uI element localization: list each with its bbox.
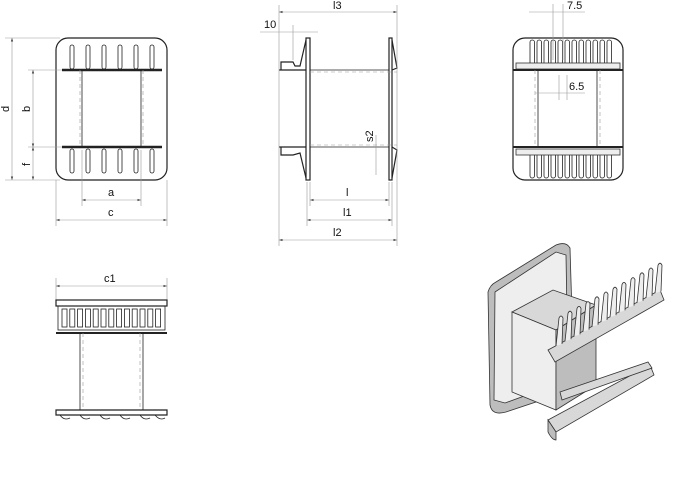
pin xyxy=(133,148,139,174)
side-view: l3 10 l l1 l2 s2 xyxy=(260,0,398,246)
fin xyxy=(585,39,591,67)
slot xyxy=(77,308,83,328)
fin xyxy=(578,39,584,67)
isometric-view xyxy=(487,243,665,441)
iso-fin xyxy=(645,267,654,299)
fin xyxy=(571,39,577,67)
dim-c1: c1 xyxy=(104,273,116,285)
slot xyxy=(92,308,99,328)
dim-6-5: 6.5 xyxy=(569,81,584,93)
dim-l3: l3 xyxy=(333,0,342,12)
pin xyxy=(149,44,155,70)
slot xyxy=(116,308,122,328)
slot xyxy=(108,308,115,328)
dim-b: b xyxy=(21,106,33,112)
fin xyxy=(592,151,598,179)
slot xyxy=(124,308,130,328)
dim-10: 10 xyxy=(264,19,276,31)
dim-s2: s2 xyxy=(364,130,376,142)
fin xyxy=(585,151,591,179)
iso-fin xyxy=(654,262,663,294)
slot xyxy=(69,308,76,328)
iso-fin xyxy=(636,272,645,303)
dim-l1: l1 xyxy=(343,207,352,219)
slot xyxy=(85,308,91,328)
top-view: 7.5 6.5 xyxy=(512,0,624,181)
pin xyxy=(133,44,139,70)
fin xyxy=(571,151,577,179)
iso-fin xyxy=(609,286,618,318)
fin xyxy=(557,39,563,67)
fin xyxy=(564,39,570,67)
pin xyxy=(85,148,91,174)
slot xyxy=(61,308,68,328)
iso-fin xyxy=(600,291,609,323)
dim-f: f xyxy=(21,162,33,166)
fin xyxy=(529,151,535,179)
slot xyxy=(131,308,138,328)
pin xyxy=(69,44,75,70)
fin xyxy=(536,39,542,67)
fin xyxy=(578,151,584,179)
dim-l: l xyxy=(346,187,348,199)
fin xyxy=(529,39,535,67)
pin xyxy=(85,44,91,70)
iso-fin xyxy=(627,277,636,308)
slot xyxy=(147,308,154,328)
fin xyxy=(599,151,605,179)
pin xyxy=(101,44,107,70)
iso-fin xyxy=(618,282,627,313)
fin xyxy=(536,151,542,179)
dim-l2: l2 xyxy=(333,227,342,239)
fin xyxy=(550,151,556,179)
fin xyxy=(557,151,563,179)
pin xyxy=(69,148,75,174)
dim-d: d xyxy=(0,106,12,112)
fin xyxy=(543,39,549,67)
front-view: d b f a c xyxy=(0,37,168,226)
slot xyxy=(100,308,107,328)
bottom-view: c1 xyxy=(55,273,168,420)
fin xyxy=(606,39,612,67)
pin xyxy=(101,148,107,174)
dim-a: a xyxy=(108,187,115,199)
iso-fin xyxy=(591,296,600,327)
iso-fin xyxy=(582,301,591,332)
iso-fin xyxy=(555,315,564,347)
slot xyxy=(155,308,162,328)
dim-7-5: 7.5 xyxy=(567,0,582,12)
iso-fin xyxy=(573,306,582,337)
fin xyxy=(543,151,549,179)
fin xyxy=(599,39,605,67)
pin xyxy=(117,148,123,174)
dim-c: c xyxy=(108,207,114,219)
fin xyxy=(606,151,612,179)
slot xyxy=(139,308,146,328)
pin xyxy=(149,148,155,174)
iso-fin xyxy=(564,310,573,342)
fin xyxy=(564,151,570,179)
fin xyxy=(592,39,598,67)
pin xyxy=(117,44,123,70)
